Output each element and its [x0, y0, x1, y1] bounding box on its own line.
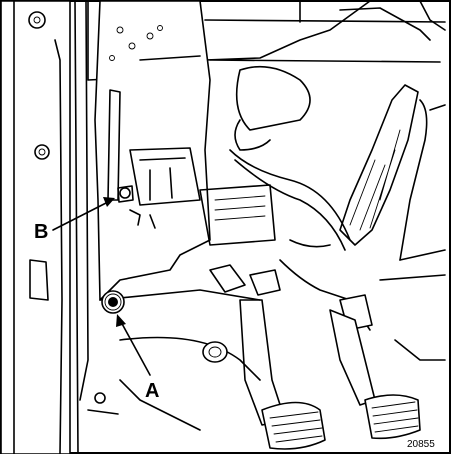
pedal-pads — [261, 394, 421, 450]
pedal-arms — [239, 299, 376, 426]
lower-bulkhead — [99, 289, 261, 431]
right-structure — [379, 104, 446, 361]
reference-number: 20855 — [407, 439, 435, 450]
callout-a: A — [145, 380, 159, 402]
left-body-panel — [0, 0, 119, 454]
leader-a — [116, 314, 151, 376]
leader-b — [52, 197, 115, 231]
wiring-harness — [209, 84, 428, 331]
switch-module — [129, 147, 276, 246]
component-b — [117, 185, 134, 203]
component-a — [101, 290, 125, 314]
callout-b: B — [34, 221, 48, 243]
